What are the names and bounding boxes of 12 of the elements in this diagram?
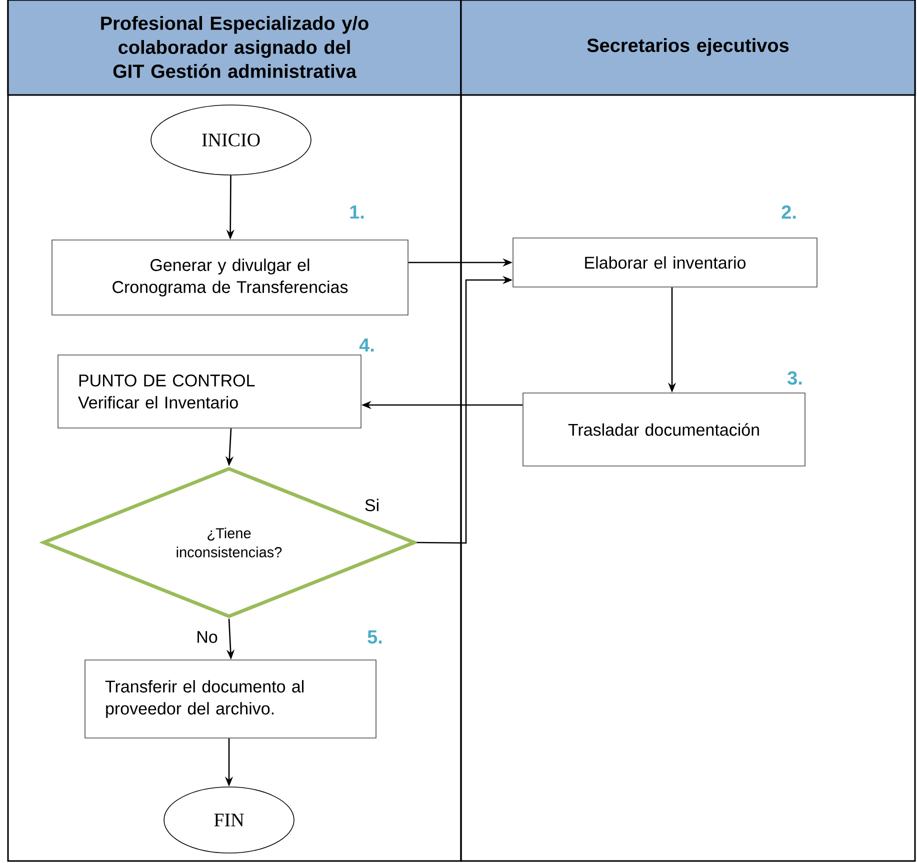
process-box: PUNTO DE CONTROL Verificar el Inventario <box>58 354 362 428</box>
process-box: Elaborar el inventario <box>512 238 818 288</box>
step-number: 2. <box>782 205 796 219</box>
process-box: Generar y divulgar el Cronograma de Transferencias <box>52 240 408 316</box>
step-number: 4. <box>359 338 374 352</box>
step-number: 1. <box>350 205 364 219</box>
process-box: Transferir el documento al proveedor del archivo. <box>84 660 376 738</box>
edge-label: Si <box>363 498 381 512</box>
process-box: Trasladar documentación <box>522 392 806 466</box>
edge-label: No <box>195 630 219 644</box>
step-number: 3. <box>788 371 802 385</box>
step-number: 5. <box>368 630 382 644</box>
